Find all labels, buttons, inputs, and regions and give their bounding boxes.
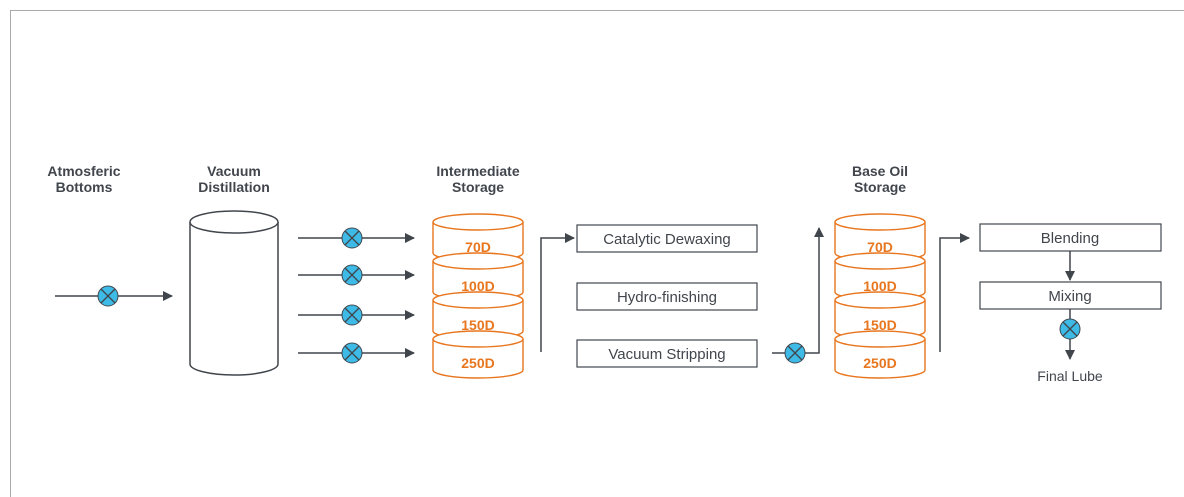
process-box-mixing: Mixing <box>979 281 1162 310</box>
storage-tank-icon <box>432 330 524 379</box>
process-box-catalytic-dewaxing: Catalytic Dewaxing <box>576 224 758 253</box>
stage-label-atmospheric-line2: Bottoms <box>56 179 113 195</box>
process-label-blending: Blending <box>1041 230 1099 247</box>
tank-label-150d: 150D <box>461 317 494 333</box>
storage-tank-icon <box>834 291 926 340</box>
stage-label-vacuum-line1: Vacuum <box>207 163 261 179</box>
process-label-vacuum-stripping: Vacuum Stripping <box>608 346 725 363</box>
valve-icon <box>341 264 363 286</box>
vacuum-column-icon <box>189 210 279 376</box>
process-box-hydro-finishing: Hydro-finishing <box>576 282 758 311</box>
valve-icon <box>784 342 806 364</box>
tank-label-150d: 150D <box>863 317 896 333</box>
stage-label-intermediate-line2: Storage <box>452 179 504 195</box>
base-oil-tank-labels: 70D 100D 150D 250D <box>863 239 896 371</box>
intermediate-tank-labels: 70D 100D 150D 250D <box>461 239 494 371</box>
stage-label-vacuum-line2: Distillation <box>198 179 270 195</box>
process-box-vacuum-stripping: Vacuum Stripping <box>576 339 758 368</box>
valve-icon <box>341 304 363 326</box>
valve-icon <box>1059 318 1081 340</box>
valve-icon <box>341 227 363 249</box>
to-dewaxing-arrow <box>540 233 575 352</box>
tank-label-100d: 100D <box>863 278 896 294</box>
storage-tank-icon <box>834 330 926 379</box>
tank-label-70d: 70D <box>465 239 491 255</box>
column-output-lines <box>298 227 415 364</box>
diagram-frame <box>10 10 1184 497</box>
to-base-oil-arrow <box>772 227 824 354</box>
tank-label-70d: 70D <box>867 239 893 255</box>
storage-tank-icon <box>834 252 926 301</box>
valve-icon <box>341 342 363 364</box>
tank-label-250d: 250D <box>461 355 494 371</box>
process-label-mixing: Mixing <box>1048 288 1091 305</box>
stage-label-baseoil-line1: Base Oil <box>852 163 908 179</box>
tank-label-250d: 250D <box>863 355 896 371</box>
process-label-hydro-finishing: Hydro-finishing <box>617 289 717 306</box>
process-label-catalytic-dewaxing: Catalytic Dewaxing <box>603 231 731 248</box>
process-box-blending: Blending <box>979 223 1162 252</box>
intermediate-storage-tanks <box>432 213 524 379</box>
storage-tank-icon <box>432 213 524 262</box>
tank-label-100d: 100D <box>461 278 494 294</box>
stage-label-intermediate-line1: Intermediate <box>436 163 519 179</box>
storage-tank-icon <box>432 252 524 301</box>
to-blending-arrow <box>939 233 970 352</box>
storage-tank-icon <box>432 291 524 340</box>
valve-icon <box>97 285 119 307</box>
storage-tank-icon <box>834 213 926 262</box>
stage-label-atmospheric-line1: Atmosferic <box>47 163 120 179</box>
base-oil-storage-tanks <box>834 213 926 379</box>
stage-label-baseoil-line2: Storage <box>854 179 906 195</box>
final-product-label: Final Lube <box>1037 368 1103 384</box>
